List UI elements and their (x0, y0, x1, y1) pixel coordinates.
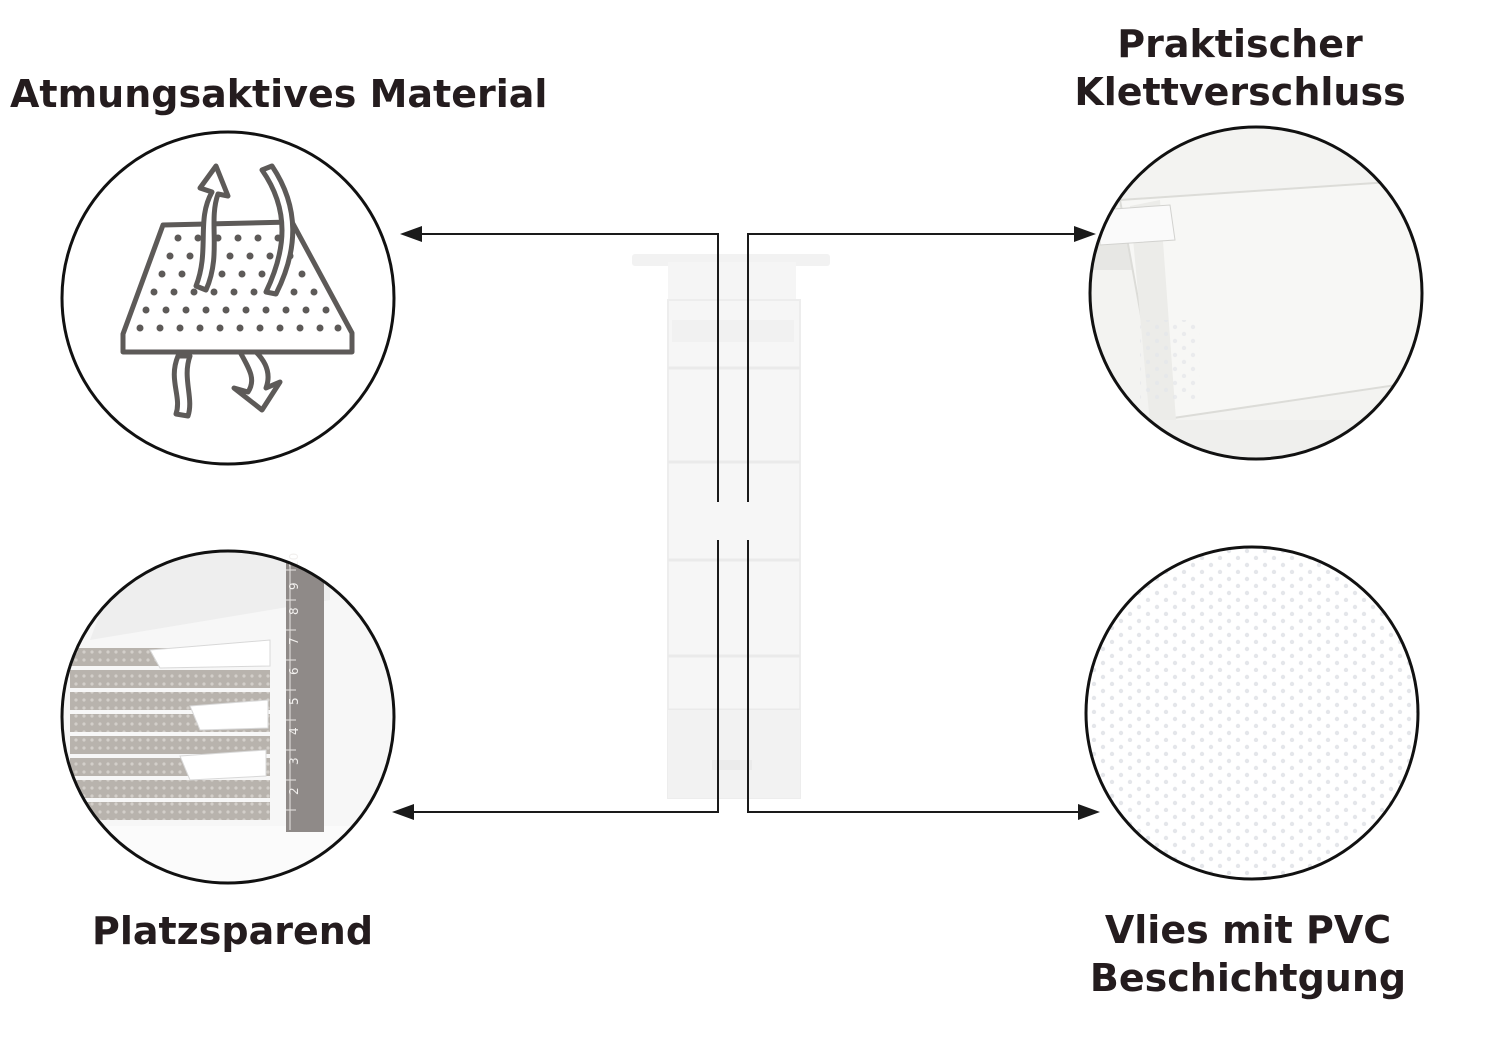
organizer-drawer-handle (712, 760, 752, 770)
space-saving-circle-border (60, 549, 396, 885)
feature-label-fleece-line2: Beschichtgung (1089, 956, 1407, 1000)
connector-top-right (747, 233, 1078, 502)
svg-text:4: 4 (287, 727, 301, 735)
svg-text:8: 8 (287, 607, 301, 615)
fleece-texture-photo (1086, 547, 1418, 879)
connector-lines (410, 233, 1082, 813)
fleece-circle-border (1084, 545, 1420, 881)
feature-label-fleece: Vlies mit PVC Beschichtgung (1068, 906, 1428, 1002)
breathable-material-icon (120, 163, 355, 419)
feature-label-velcro-line2: Klettverschluss (1074, 70, 1406, 114)
ruler-numbers: 2 3 4 5 6 7 8 9 10 (287, 553, 301, 795)
svg-text:6: 6 (287, 667, 301, 675)
space-saving-circle: 2 3 4 5 6 7 8 9 10 (60, 549, 396, 885)
feature-label-velcro-line1: Praktischer (1117, 22, 1363, 66)
hanging-organizer-image (632, 254, 830, 799)
arrow-right-top-icon (1074, 226, 1096, 242)
organizer-top-strap (668, 262, 796, 302)
connector-bottom-right (747, 540, 1082, 813)
arrow-right-bottom-icon (1078, 804, 1100, 820)
organizer-drawer (668, 710, 800, 798)
breathable-material-circle (60, 130, 396, 466)
velcro-circle-border (1088, 125, 1424, 461)
velcro-closure-photo (1090, 127, 1422, 459)
svg-text:5: 5 (287, 697, 301, 705)
feature-label-fleece-line1: Vlies mit PVC (1104, 908, 1392, 952)
svg-text:2: 2 (287, 787, 301, 795)
organizer-velcro-strip (672, 320, 794, 342)
connector-bottom-left (410, 540, 719, 813)
svg-text:7: 7 (287, 637, 301, 645)
feature-label-breathable: Atmungsaktives Material (10, 72, 548, 116)
arrow-left-bottom-icon (392, 804, 414, 820)
fleece-texture-circle (1084, 545, 1420, 881)
feature-label-velcro: Praktischer Klettverschluss (1060, 20, 1420, 116)
feature-label-space-saving: Platzsparend (92, 909, 374, 953)
arrow-left-top-icon (400, 226, 422, 242)
velcro-closure-circle (1088, 125, 1424, 461)
svg-text:3: 3 (287, 757, 301, 765)
breathable-circle-border (60, 130, 396, 466)
folded-stack-with-ruler-photo (62, 551, 394, 883)
connector-top-left (418, 233, 719, 502)
svg-text:9: 9 (287, 582, 301, 590)
ruler (286, 556, 324, 832)
